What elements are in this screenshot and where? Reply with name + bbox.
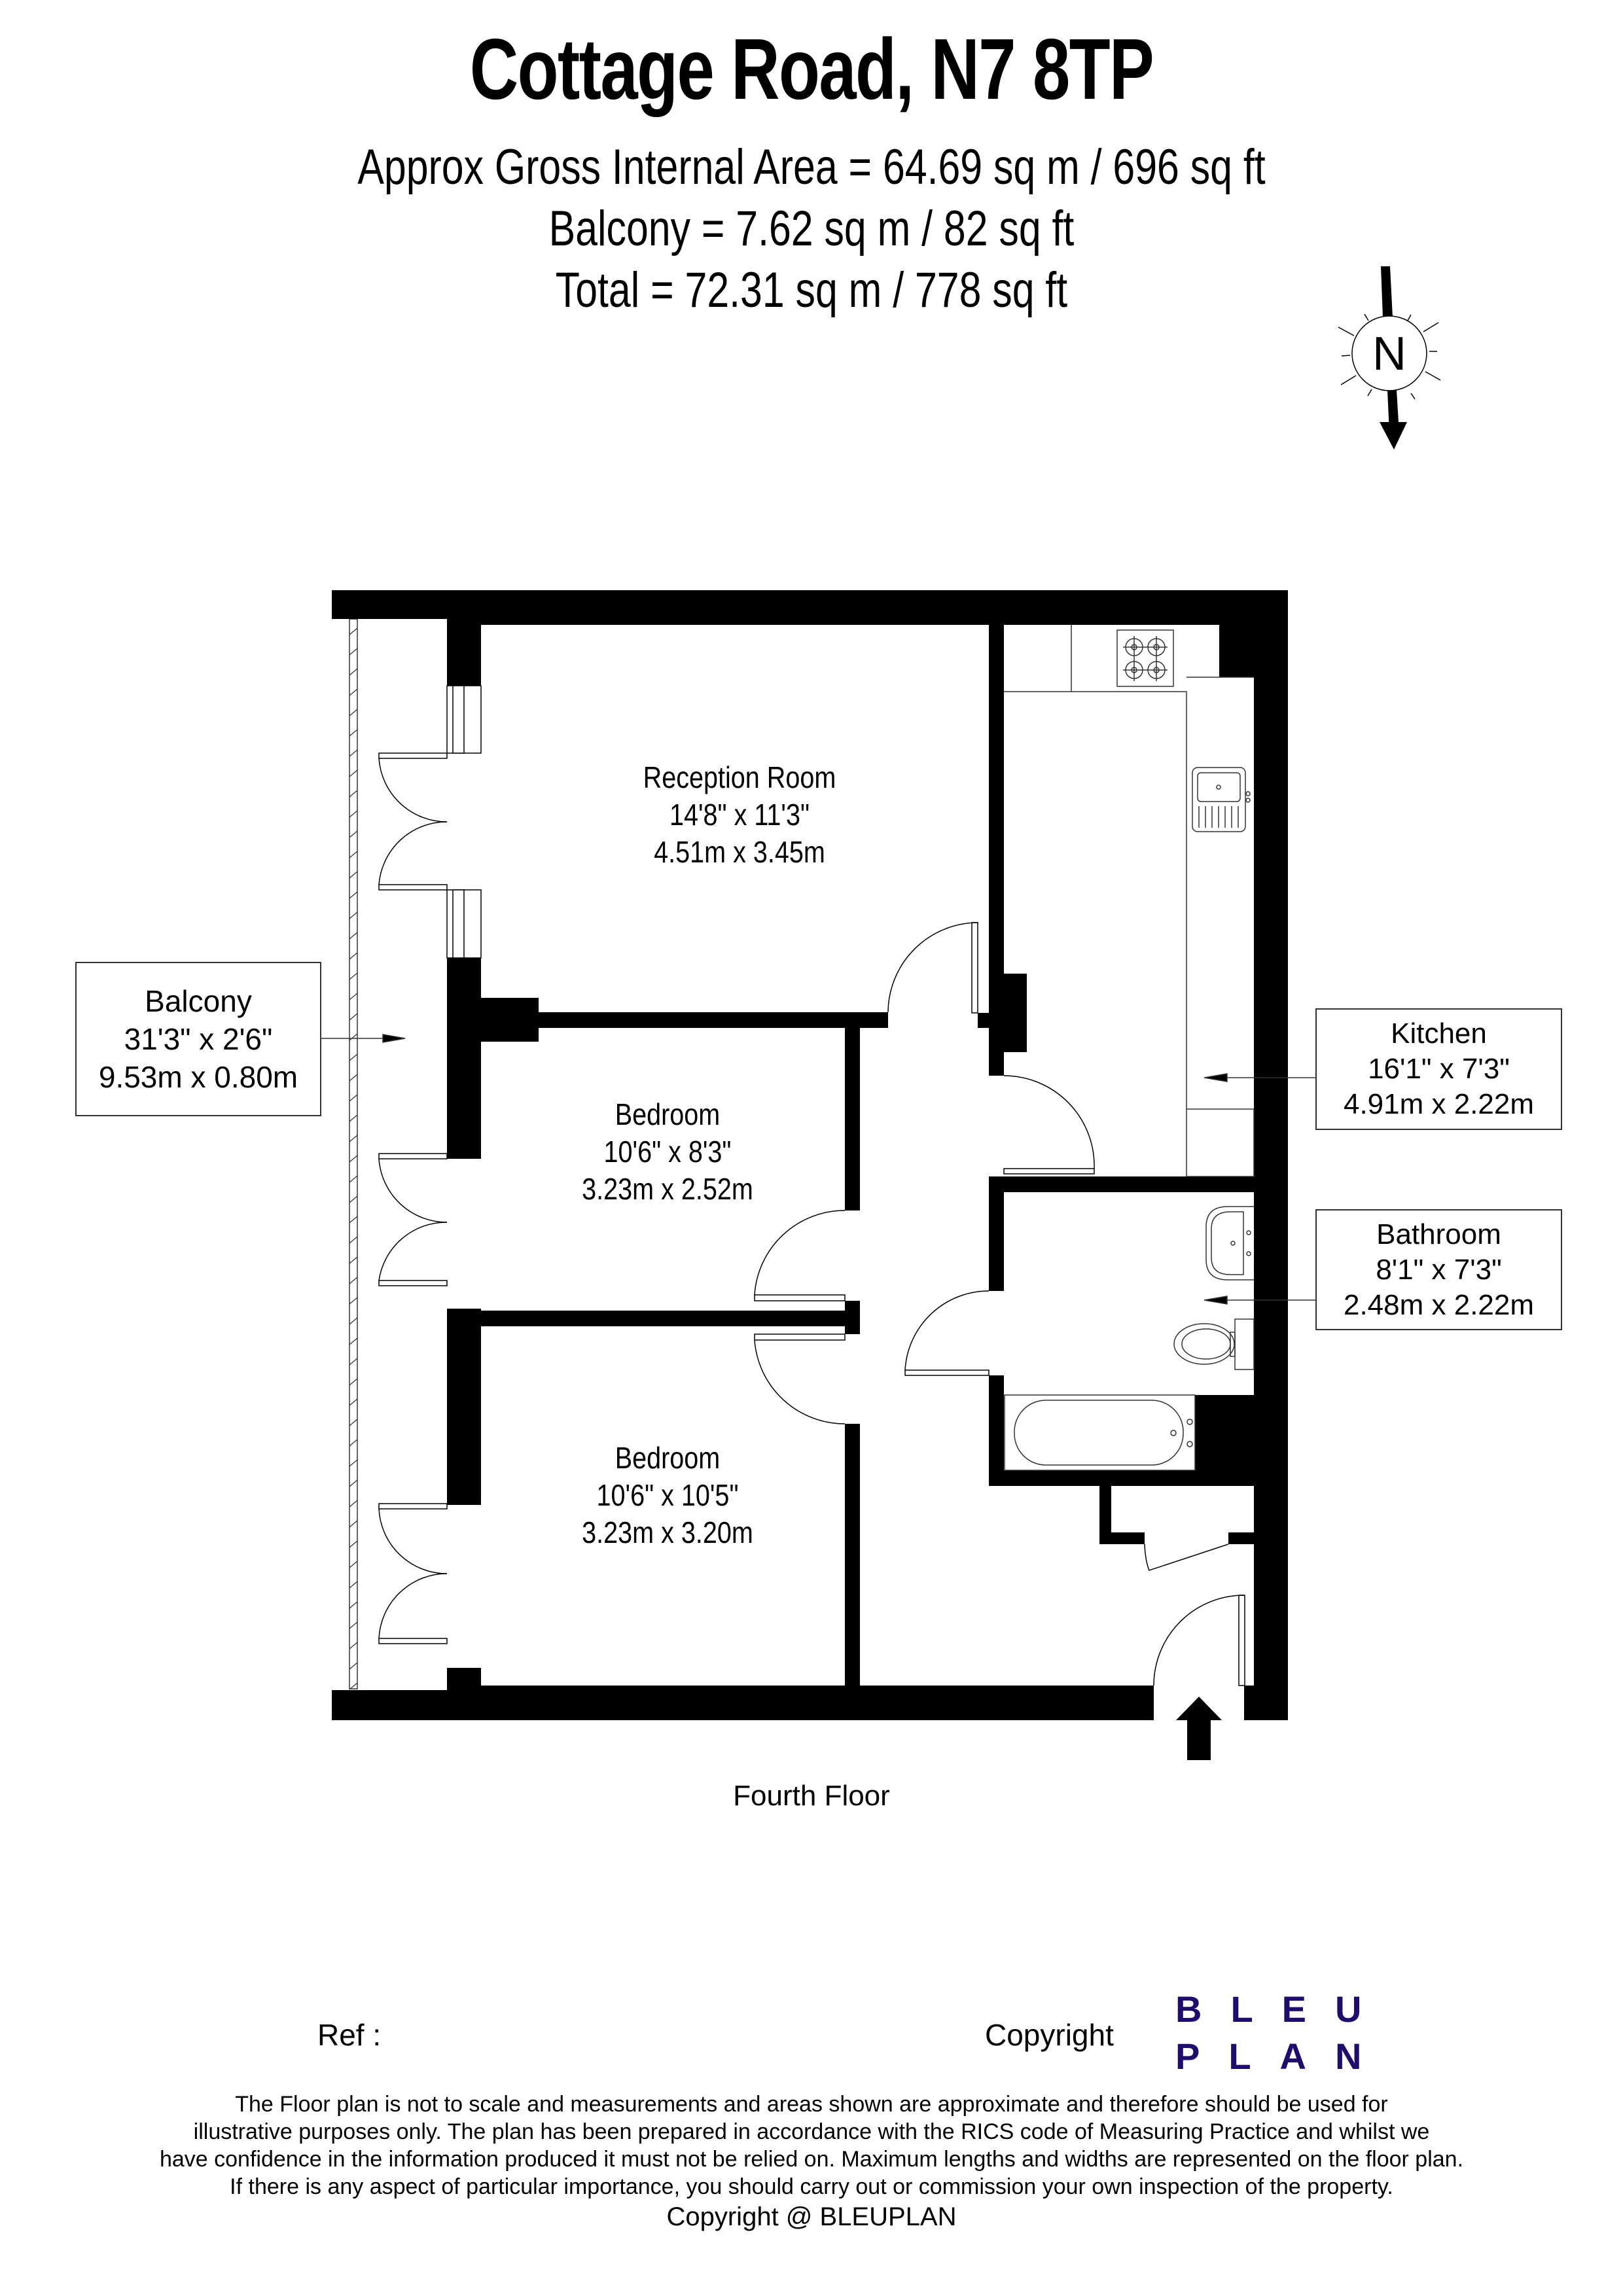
room-dimensions-imperial: 14'8" x 11'3" — [669, 798, 810, 832]
toilet-icon — [1173, 1318, 1255, 1370]
north-arrow-icon — [1338, 266, 1441, 450]
room-dimensions-imperial: 10'6" x 10'5" — [596, 1478, 739, 1512]
copyright-line: Copyright @ BLEUPLAN — [666, 2202, 957, 2231]
gross-internal-area: Approx Gross Internal Area = 64.69 sq m … — [357, 139, 1266, 195]
callout-leaders — [321, 1034, 1315, 1305]
callout-name: Balcony — [145, 984, 252, 1018]
room-bedroom-2: Bedroom 10'6" x 10'5" 3.23m x 3.20m — [538, 1439, 797, 1551]
callout-name: Kitchen — [1391, 1017, 1487, 1050]
bathroom-fittings — [1004, 1206, 1255, 1471]
room-dimensions-metric: 4.51m x 3.45m — [654, 835, 825, 869]
page-title: Cottage Road, N7 8TP — [469, 21, 1154, 117]
basin-icon — [1205, 1206, 1254, 1280]
kitchen-fittings — [1004, 625, 1255, 1177]
ref-label: Ref : — [317, 2018, 382, 2052]
copyright-label: Copyright — [985, 2018, 1114, 2052]
callout-imperial: 8'1" x 7'3" — [1376, 1253, 1502, 1286]
room-name: Reception Room — [643, 760, 836, 794]
callout-imperial: 16'1" x 7'3" — [1368, 1053, 1510, 1085]
floor-label: Fourth Floor — [733, 1780, 890, 1812]
callout-balcony: Balcony 31'3" x 2'6" 9.53m x 0.80m — [75, 962, 321, 1116]
disclaimer-line: If there is any aspect of particular imp… — [230, 2174, 1393, 2199]
balcony-railing — [349, 618, 358, 1690]
room-name: Bedroom — [615, 1441, 721, 1475]
bleuplan-logo: BLEU PLAN — [1175, 1986, 1372, 2080]
callout-metric: 4.91m x 2.22m — [1343, 1088, 1535, 1120]
room-dimensions-metric: 3.23m x 3.20m — [582, 1515, 753, 1549]
balcony-doors — [378, 752, 448, 1644]
sink-icon — [1192, 767, 1251, 832]
disclaimer-line: The Floor plan is not to scale and measu… — [235, 2092, 1388, 2117]
bathtub-icon — [1004, 1394, 1196, 1471]
callout-imperial: 31'3" x 2'6" — [124, 1022, 273, 1056]
disclaimer-line: have confidence in the information produ… — [159, 2147, 1464, 2172]
callout-kitchen: Kitchen 16'1" x 7'3" 4.91m x 2.22m — [1315, 1008, 1562, 1130]
callout-bathroom: Bathroom 8'1" x 7'3" 2.48m x 2.22m — [1315, 1209, 1562, 1330]
disclaimer: The Floor plan is not to scale and measu… — [0, 2091, 1623, 2233]
logo-line-1: BLEU — [1175, 1988, 1391, 2030]
balcony-area: Balcony = 7.62 sq m / 82 sq ft — [548, 201, 1075, 256]
compass-label: N — [1372, 328, 1406, 380]
window — [446, 685, 482, 959]
internal-doors — [754, 922, 1245, 1686]
callout-metric: 2.48m x 2.22m — [1343, 1288, 1535, 1321]
entrance-arrow-icon — [1176, 1697, 1222, 1760]
total-area: Total = 72.31 sq m / 778 sq ft — [555, 262, 1068, 318]
hob-icon — [1116, 629, 1174, 687]
room-reception: Reception Room 14'8" x 11'3" 4.51m x 3.4… — [610, 759, 869, 871]
room-dimensions-imperial: 10'6" x 8'3" — [603, 1135, 732, 1169]
callout-metric: 9.53m x 0.80m — [98, 1060, 298, 1094]
room-bedroom-1: Bedroom 10'6" x 8'3" 3.23m x 2.52m — [538, 1096, 797, 1208]
walls — [332, 590, 1288, 1720]
logo-line-2: PLAN — [1175, 2036, 1391, 2077]
room-dimensions-metric: 3.23m x 2.52m — [582, 1172, 753, 1206]
callout-name: Bathroom — [1376, 1218, 1501, 1250]
disclaimer-line: illustrative purposes only. The plan has… — [193, 2119, 1430, 2144]
room-name: Bedroom — [615, 1097, 721, 1131]
